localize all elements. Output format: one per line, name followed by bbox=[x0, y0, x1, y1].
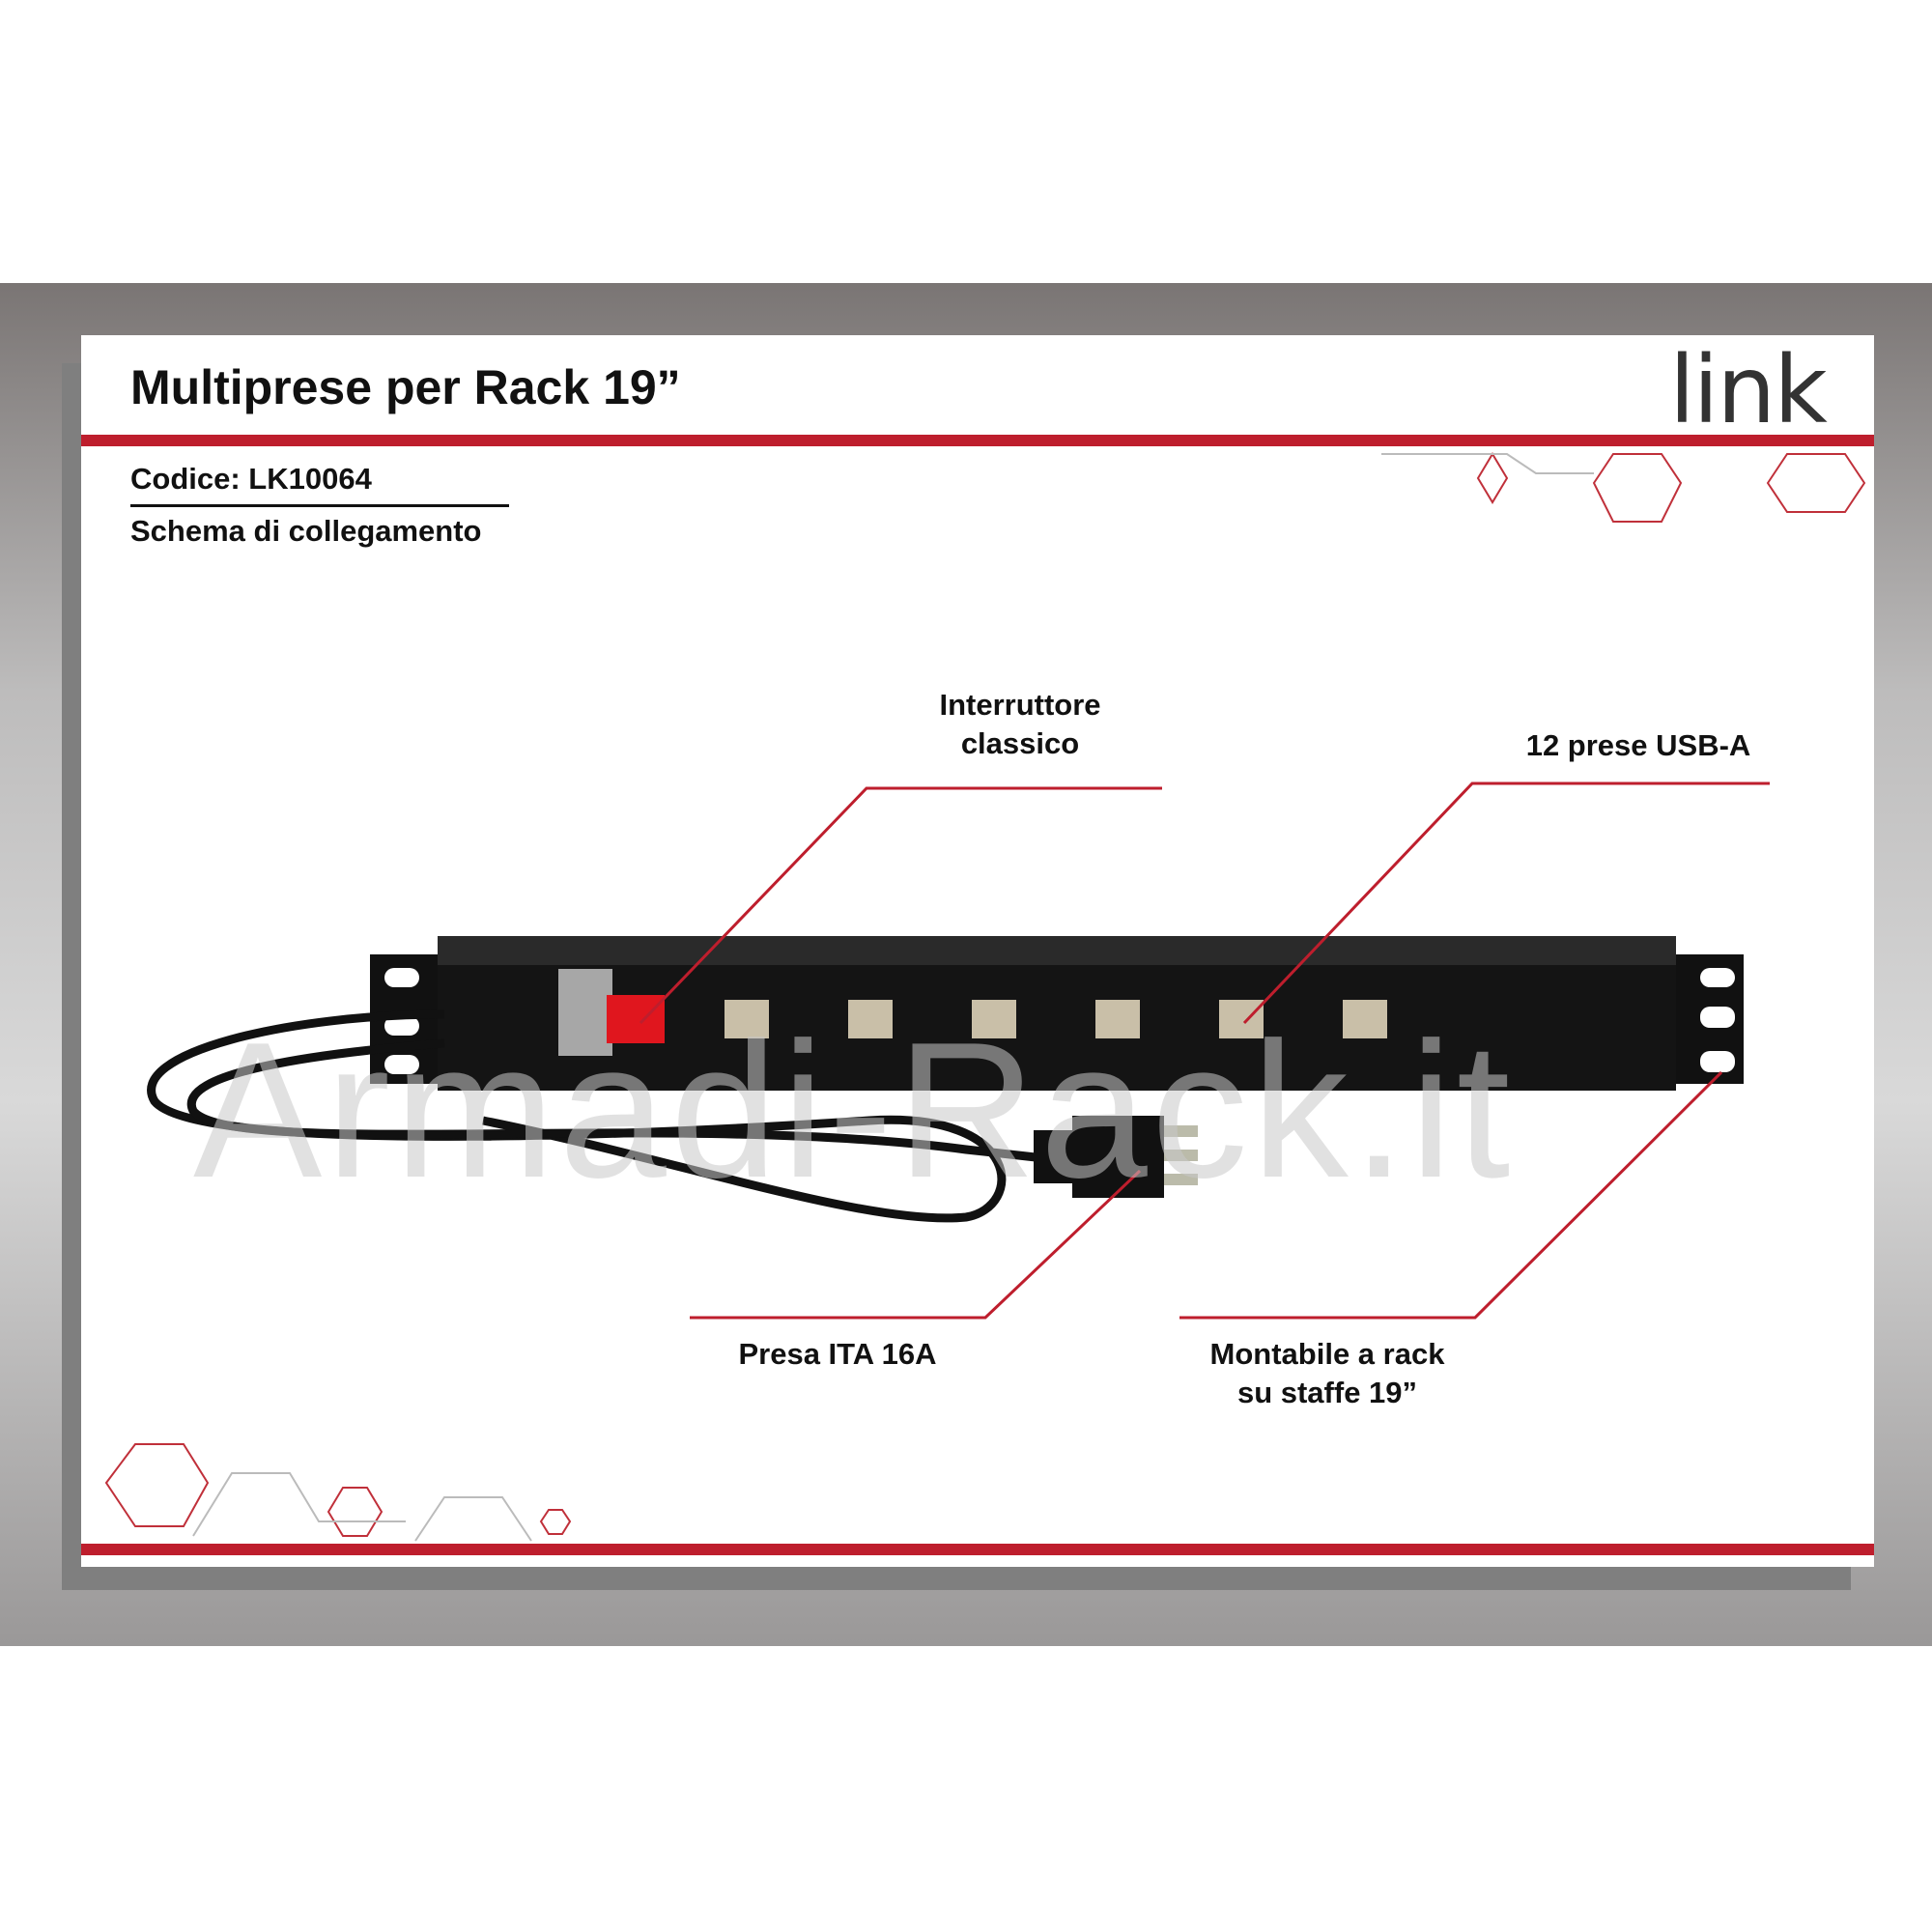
callout-line-plug bbox=[690, 1169, 1142, 1320]
power-switch-red bbox=[607, 995, 665, 1043]
callout-switch-line1: Interruttore bbox=[939, 688, 1101, 722]
callout-line-rack bbox=[1179, 1070, 1723, 1320]
page-title: Multiprese per Rack 19” bbox=[130, 360, 681, 414]
rack-bracket-right bbox=[1674, 954, 1744, 1084]
footer-divider bbox=[81, 1544, 1874, 1555]
callout-line-usb bbox=[1242, 781, 1770, 1025]
power-cable bbox=[147, 1009, 1054, 1223]
callout-plug: Presa ITA 16A bbox=[738, 1337, 937, 1371]
callout-rack-line2: su staffe 19” bbox=[1236, 1376, 1418, 1409]
brand-logo: link bbox=[1669, 336, 1828, 444]
callout-rack-line1: Montabile a rack bbox=[1209, 1337, 1445, 1371]
watermark: Armadi-Rack.it bbox=[193, 1003, 1515, 1218]
callout-rack: Montabile a rack su staffe 19” bbox=[1163, 1335, 1492, 1412]
callout-switch-line2: classico bbox=[960, 726, 1080, 760]
ita-plug bbox=[1034, 1116, 1198, 1198]
code-underline bbox=[130, 504, 509, 507]
hexagon-decoration-top bbox=[1381, 452, 1866, 523]
switch-cover bbox=[558, 969, 612, 1056]
header-divider bbox=[81, 435, 1874, 446]
callout-line-switch bbox=[639, 786, 1162, 1025]
callout-switch: Interruttore classico bbox=[875, 686, 1165, 763]
callout-usb: 12 prese USB-A bbox=[1525, 728, 1751, 762]
product-code: Codice: LK10064 bbox=[130, 462, 372, 496]
hexagon-decoration-bottom bbox=[104, 1443, 572, 1542]
section-subtitle: Schema di collegamento bbox=[130, 514, 482, 548]
usb-ports bbox=[724, 1000, 1387, 1038]
